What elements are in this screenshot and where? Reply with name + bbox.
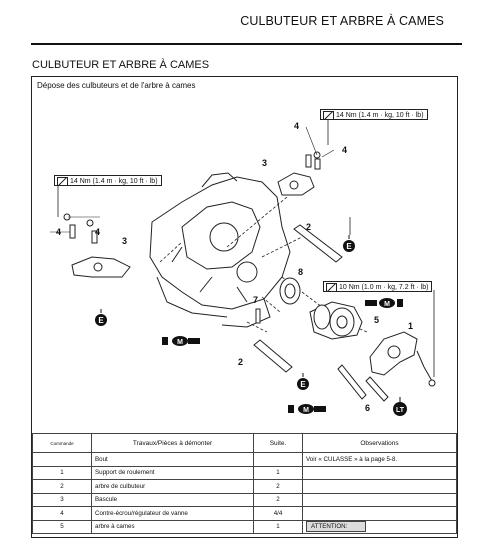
figure-caption: Dépose des culbuteurs et de l'arbre à ca… [37, 81, 196, 90]
rocker-shaft-lower [253, 339, 293, 373]
row-note [302, 465, 457, 480]
locktite-icon: LT [393, 397, 407, 416]
dowel-pin [255, 308, 261, 324]
row-order: 3 [32, 492, 92, 507]
row-part: arbre à cames [91, 519, 254, 534]
column-header-qty: Suite. [253, 433, 303, 453]
row-qty [253, 452, 303, 467]
moly-grease-icon: M [365, 298, 403, 308]
exploded-view-diagram [50, 115, 436, 402]
page-header-title: CULBUTEUR ET ARBRE À CAMES [240, 14, 444, 28]
wrench-icon [323, 111, 334, 120]
wrench-icon [57, 177, 68, 186]
engine-oil-icon: E [95, 309, 107, 326]
torque-spec-top-right: 14 Nm (1.4 m · kg, 10 ft · lb) [320, 109, 428, 120]
figure-frame: Dépose des culbuteurs et de l'arbre à ca… [31, 76, 458, 538]
engine-oil-icon: E [297, 373, 309, 390]
row-part: Support de roulement [91, 465, 254, 480]
callout-8: 8 [298, 267, 304, 277]
table-row: Bout Voir « CULASSE » à la page 5-8. [32, 452, 457, 467]
rocker-shaft-right [293, 224, 343, 263]
row-order: 4 [32, 506, 92, 521]
callout-4: 4 [342, 145, 348, 155]
svg-text:M: M [384, 301, 390, 308]
table-row: 3 Bascule 2 [32, 492, 457, 507]
row-qty: 1 [253, 465, 303, 480]
rocker-arm-right [277, 151, 321, 196]
row-order: 1 [32, 465, 92, 480]
row-part: arbre de culbuteur [91, 479, 254, 494]
column-header-notes: Observations [302, 433, 457, 453]
row-note [302, 479, 457, 494]
row-qty: 2 [253, 479, 303, 494]
attention-label: ATTENTION: [306, 521, 366, 533]
callout-5: 5 [374, 315, 380, 325]
callout-2: 2 [306, 222, 312, 232]
svg-text:E: E [346, 242, 352, 251]
callout-1: 1 [408, 321, 414, 331]
table-row: 4 Contre-écrou/régulateur de vanne 4/4 [32, 506, 457, 521]
engine-oil-icon: E [343, 235, 355, 252]
table-row: 1 Support de roulement 1 [32, 465, 457, 480]
column-header-parts: Travaux/Pièces à démonter [91, 433, 254, 453]
callout-2: 2 [238, 357, 244, 367]
table-header-row: Commande Travaux/Pièces à démonter Suite… [32, 433, 457, 453]
column-header-order: Commande [32, 433, 92, 453]
cylinder-head-illustration [149, 172, 291, 328]
row-qty: 1 [253, 519, 303, 534]
rocker-arm-left [63, 213, 131, 278]
bearing [279, 277, 301, 305]
svg-text:E: E [98, 316, 104, 325]
svg-text:M: M [177, 339, 183, 346]
row-note [302, 506, 457, 521]
svg-text:LT: LT [396, 407, 405, 414]
row-qty: 2 [253, 492, 303, 507]
camshaft [309, 301, 363, 340]
callout-7: 7 [253, 295, 259, 305]
row-note [302, 492, 457, 507]
row-part: Contre-écrou/régulateur de vanne [91, 506, 254, 521]
bearing-holder [369, 331, 418, 376]
row-order [32, 452, 92, 467]
parts-table: Commande Travaux/Pièces à démonter Suite… [32, 433, 457, 534]
callout-4: 4 [56, 227, 62, 237]
header-rule [31, 43, 462, 45]
row-order: 2 [32, 479, 92, 494]
torque-spec-left: 14 Nm (1.4 m · kg, 10 ft · lb) [54, 175, 162, 186]
svg-text:E: E [300, 380, 306, 389]
table-row: 5 arbre à cames 1 ATTENTION: [32, 519, 457, 534]
row-part: Bout [91, 452, 254, 467]
callout-6: 6 [365, 403, 371, 413]
row-part: Bascule [91, 492, 254, 507]
row-note: ATTENTION: [302, 519, 457, 534]
callout-4: 4 [95, 227, 101, 237]
camshaft-bolt [337, 364, 367, 400]
bolts [365, 350, 436, 402]
callout-4: 4 [294, 121, 300, 131]
table-row: 2 arbre de culbuteur 2 [32, 479, 457, 494]
callout-3: 3 [262, 158, 268, 168]
row-order: 5 [32, 519, 92, 534]
row-qty: 4/4 [253, 506, 303, 521]
moly-grease-icon: M [162, 336, 200, 346]
section-title: CULBUTEUR ET ARBRE À CAMES [32, 59, 210, 71]
wrench-icon [326, 283, 337, 292]
row-note: Voir « CULASSE » à la page 5-8. [302, 452, 457, 467]
moly-grease-icon: M [288, 404, 326, 414]
torque-spec-mid-right: 10 Nm (1.0 m · kg, 7.2 ft · lb) [323, 281, 433, 292]
callout-3: 3 [122, 236, 128, 246]
svg-text:M: M [303, 407, 309, 414]
